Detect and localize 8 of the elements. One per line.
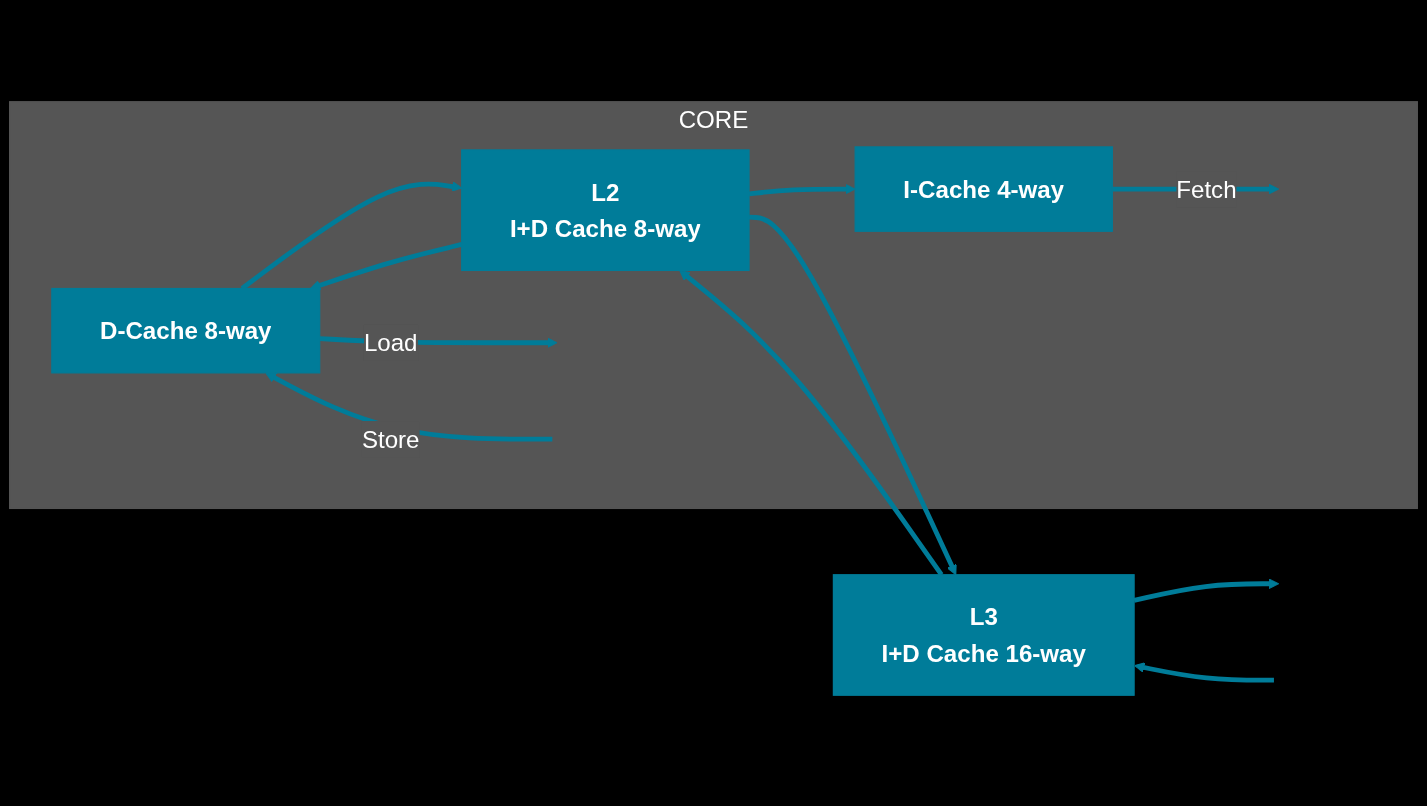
node-box: I-Cache 4-way (854, 146, 1113, 232)
node-box: D-Cache 8-way (51, 287, 321, 374)
edge-label: Load (363, 329, 418, 356)
node-box: L3 I+D Cache 16-way (832, 574, 1135, 696)
edge-label: Store (361, 425, 420, 453)
edge-label: Fetch (1176, 175, 1237, 203)
node-box: L2 I+D Cache 8-way (461, 149, 750, 272)
arrow (1134, 662, 1274, 683)
